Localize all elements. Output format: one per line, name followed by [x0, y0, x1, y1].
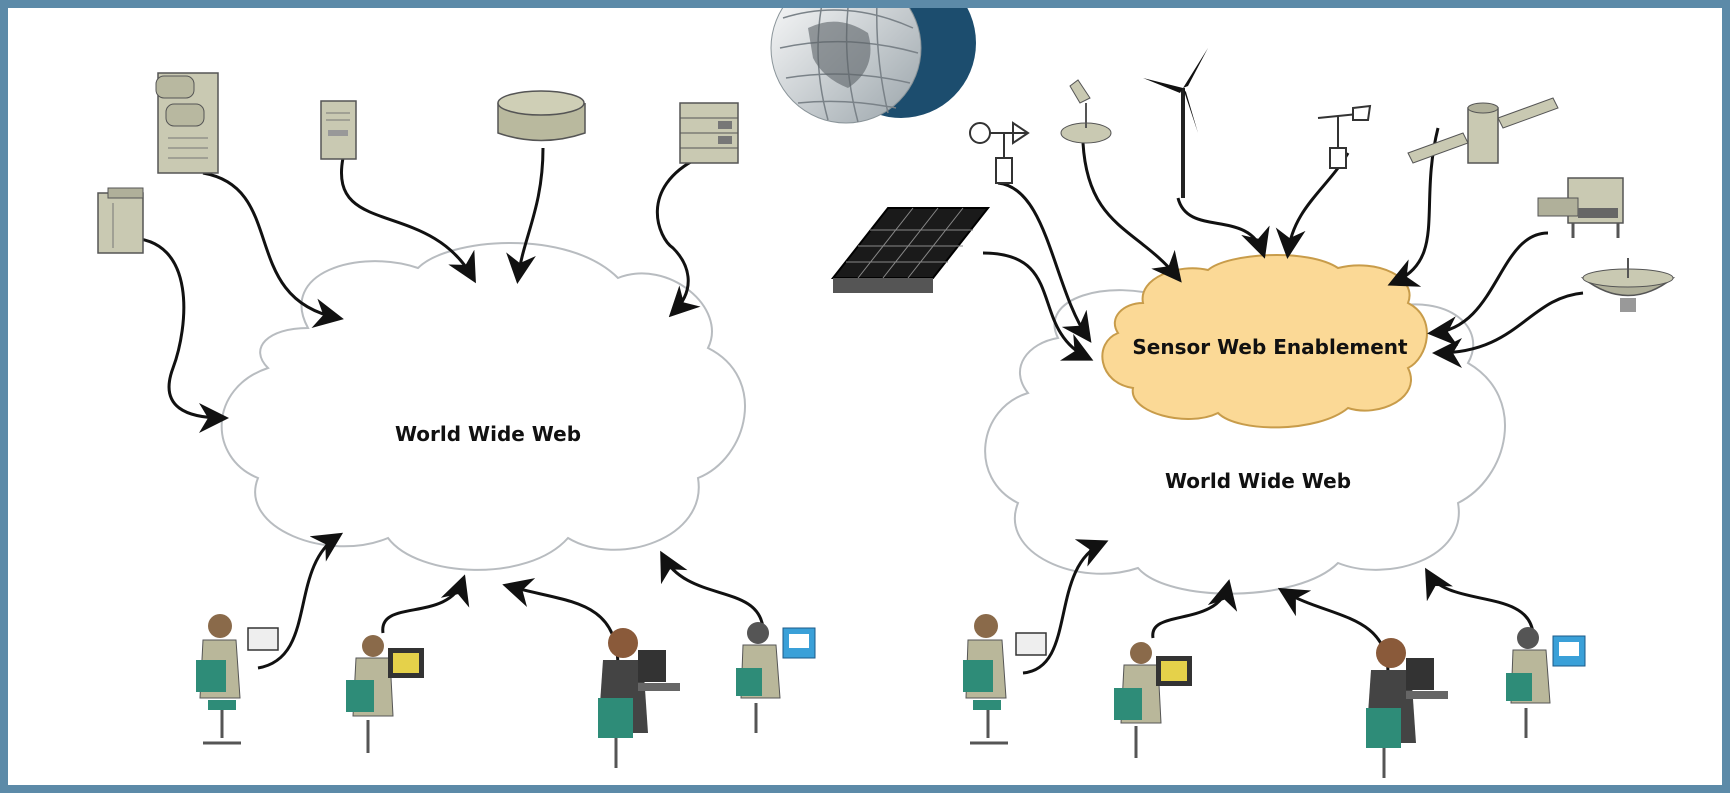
user-laptop-icon	[963, 614, 1047, 745]
lab-instrument-icon	[1537, 177, 1624, 238]
wind-turbine-icon	[1143, 48, 1208, 198]
database-icon	[497, 90, 586, 142]
sensor-web-diagram: World Wide Web	[97, 8, 1676, 778]
www-cloud-label: World Wide Web	[395, 422, 581, 446]
user-arrows	[1022, 539, 1535, 675]
www-cloud-label: World Wide Web	[1165, 469, 1351, 493]
user-workstation-icon	[1366, 638, 1448, 778]
solar-panel-icon	[830, 207, 991, 293]
sensor-web-cloud	[1101, 254, 1428, 429]
globe-icon	[770, 8, 976, 124]
right-panel: World Wide Web Sensor Web Enablement	[830, 48, 1676, 778]
user-monitor-icon	[1506, 627, 1586, 738]
wind-vane-icon	[1317, 104, 1372, 169]
server-tower-icon	[155, 72, 219, 174]
sensor-web-cloud-label: Sensor Web Enablement	[1132, 335, 1408, 359]
server-tower-icon	[320, 100, 357, 160]
server-arrows	[127, 147, 701, 433]
rack-server-icon	[679, 102, 739, 164]
user-monitor-icon	[736, 622, 816, 733]
user-laptop-icon	[196, 614, 279, 745]
www-cloud	[220, 242, 746, 571]
user-desktop-icon	[1114, 642, 1192, 758]
satellite-dish-icon	[1580, 258, 1676, 312]
mainframe-icon	[97, 187, 144, 254]
user-desktop-icon	[346, 635, 424, 753]
user-workstation-icon	[598, 628, 680, 768]
left-panel: World Wide Web	[97, 72, 816, 768]
satellite-icon	[1407, 97, 1559, 164]
microphone-icon	[1060, 79, 1112, 144]
weather-station-icon	[969, 121, 1030, 184]
